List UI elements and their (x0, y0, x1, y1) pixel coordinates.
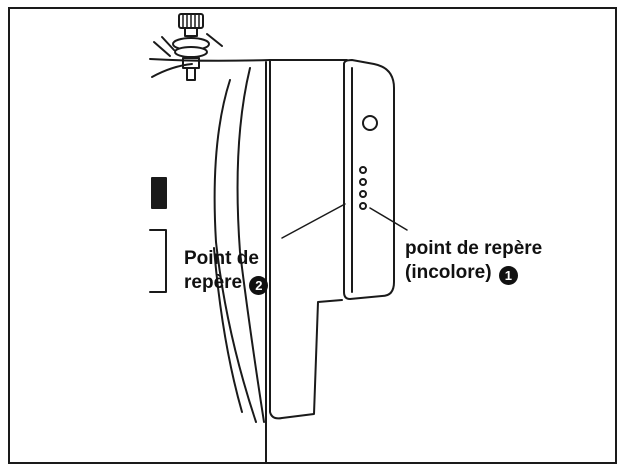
tension-knob-icon (153, 13, 223, 81)
marker-dot (359, 178, 367, 186)
screw-icon (362, 115, 378, 131)
callout-right-line2: (incolore) (405, 262, 492, 283)
illustration-frame: Point de repère 2 point de repère (incol… (8, 7, 617, 464)
callout-left: Point de repère 2 (184, 247, 269, 295)
sewing-machine-head-drawing (149, 13, 408, 462)
callout-number-1: 1 (498, 266, 518, 285)
callout-number-2: 2 (249, 276, 269, 295)
leader-line-right (369, 207, 408, 231)
marker-dot (359, 166, 367, 174)
callout-left-line1: Point de (184, 248, 259, 269)
callout-right: point de repère (incolore) 1 (405, 237, 542, 285)
marker-dot (359, 202, 367, 210)
side-slot (151, 177, 167, 209)
marker-dot (359, 190, 367, 198)
face-plate (343, 59, 395, 300)
callout-left-line2: repère (184, 272, 243, 293)
leader-line-left (281, 203, 346, 239)
callout-right-line1: point de repère (405, 238, 543, 259)
